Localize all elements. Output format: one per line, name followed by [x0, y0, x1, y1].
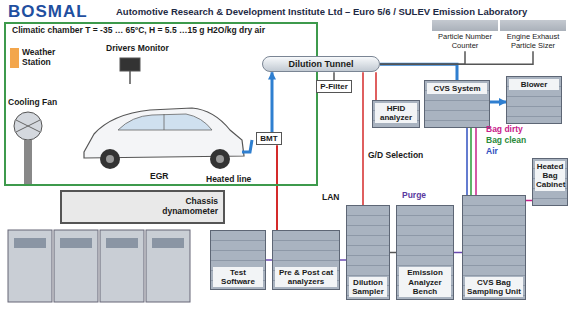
test-software-text: Test Software: [213, 267, 263, 287]
chassis-dynamometer: Chassis dynamometer: [60, 190, 225, 224]
sample-line: [380, 51, 533, 64]
bag-sampling-unit: CVS Bag Sampling Unit: [462, 195, 526, 300]
exhaust-pipe: [271, 72, 274, 132]
bag-line: [475, 128, 477, 195]
p-filter-text: P-Filter: [320, 82, 348, 91]
cooling-fan-text: Cooling Fan: [8, 98, 68, 108]
cvs-system: CVS System: [424, 80, 490, 128]
cooling-fan: Cooling Fan: [8, 98, 68, 108]
weather-station: Weather Station: [10, 48, 86, 68]
air-label: Air: [486, 146, 498, 156]
dilution-tunnel: Dilution Tunnel: [262, 56, 380, 72]
sample-line: [380, 51, 465, 64]
blower: Blower: [506, 76, 562, 124]
gd-selection-label: G/D Selection: [368, 150, 423, 160]
dilution-sampler-text: Dilution Sampler: [349, 277, 387, 297]
purge-line: [454, 252, 462, 254]
heated-line-label: Heated line: [206, 174, 251, 184]
test-car: [84, 108, 252, 169]
bag-clean-label: Bag clean: [486, 135, 526, 145]
cat-analyzers-text: Pre & Post cat analyzers: [275, 267, 337, 287]
climatic-chamber: Climatic chamber T = -35 … 65ºC, H = 5.5…: [4, 22, 318, 186]
cooling-fan: [14, 112, 42, 184]
particle-sizer: Engine Exhaust Particle Sizer: [500, 20, 566, 51]
cat-analyzers: Pre & Post cat analyzers: [272, 230, 340, 290]
bag-sampling-unit-text: CVS Bag Sampling Unit: [465, 277, 523, 297]
blower-text: Blower: [509, 79, 559, 90]
dilution-tunnel-text: Dilution Tunnel: [267, 59, 375, 69]
blower-pipe: [490, 101, 506, 104]
p-filter: P-Filter: [316, 80, 352, 93]
purge-label: Purge: [402, 190, 426, 200]
egr-label: EGR: [150, 171, 168, 181]
heated-line: [276, 145, 278, 230]
hfid-analyzer: HFID analyzer: [372, 100, 420, 128]
page-title: Automotive Research & Development Instit…: [116, 6, 568, 17]
tunnel-pipe: [380, 64, 457, 80]
bmt-box: BMT: [256, 132, 282, 145]
drivers-monitor-text: Drivers Monitor: [106, 44, 176, 54]
climatic-chamber-text: Climatic chamber T = -35 … 65ºC, H = 5.5…: [6, 24, 316, 38]
heated-line: [375, 72, 377, 100]
driver-monitor: [120, 58, 140, 84]
hfid-analyzer-text: HFID analyzer: [375, 103, 417, 123]
particle-counter: Particle Number Counter: [432, 20, 498, 51]
logo-text: BOSMAL: [8, 2, 88, 22]
chassis-dynamometer-text: Chassis dynamometer: [132, 197, 218, 217]
heated-line: [362, 72, 364, 205]
particle-counter-text: Particle Number Counter: [434, 33, 496, 50]
drivers-monitor: Drivers Monitor: [106, 44, 176, 54]
bag-lines: [467, 128, 471, 195]
control-cabinets: [8, 230, 190, 302]
heated-bag-cabinet: Heated Bag Cabinet: [532, 158, 568, 206]
bag-dirty-label: Bag dirty: [486, 124, 523, 134]
dilution-sampler: Dilution Sampler: [346, 205, 390, 300]
emission-bench: Emission Analyzer Bench: [396, 205, 454, 300]
bmt-box-text: BMT: [260, 134, 278, 143]
emission-bench-text: Emission Analyzer Bench: [399, 267, 451, 297]
particle-sizer-text: Engine Exhaust Particle Sizer: [502, 33, 564, 50]
heated-bag-cabinet-text: Heated Bag Cabinet: [535, 161, 565, 191]
lan-label: LAN: [322, 192, 339, 202]
filter-line: [333, 72, 335, 80]
weather-station-text: Weather Station: [22, 48, 86, 68]
cvs-system-text: CVS System: [427, 83, 487, 94]
test-software: Test Software: [210, 230, 266, 290]
